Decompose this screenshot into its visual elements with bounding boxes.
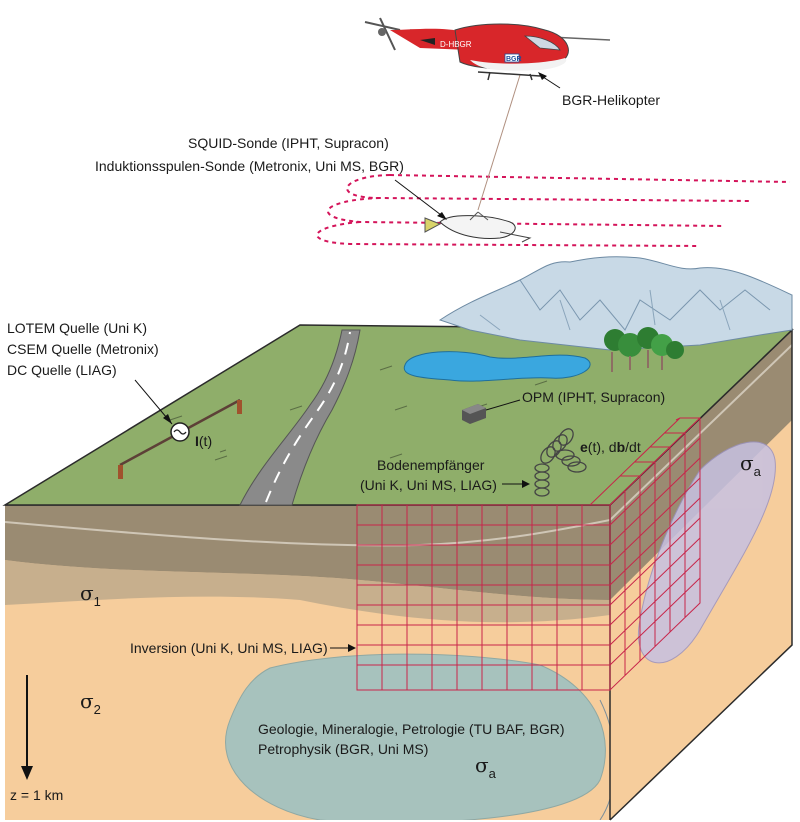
label-geology: Geologie, Mineralogie, Petrologie (TU BA… <box>258 721 565 737</box>
depth-arrow <box>21 675 33 780</box>
label-induction: Induktionsspulen-Sonde (Metronix, Uni MS… <box>95 158 404 174</box>
heli-logo: BGR <box>506 56 522 63</box>
label-fields: e(t), db/dt <box>580 439 641 455</box>
field-end: /dt <box>625 439 641 455</box>
inversion-grid <box>356 416 701 692</box>
sigma1-subscript: 1 <box>94 594 101 609</box>
squid-bird <box>394 179 532 243</box>
mountain <box>438 256 793 351</box>
label-squid: SQUID-Sonde (IPHT, Supracon) <box>188 135 389 151</box>
heli-registration: D-HBGR <box>440 40 472 49</box>
label-sigma2: σ2 <box>80 689 101 717</box>
label-petrophysics: Petrophysik (BGR, Uni MS) <box>258 741 428 757</box>
sigma-a-main-subscript: a <box>489 766 497 781</box>
lake <box>403 351 591 382</box>
label-ground-receiver: Bodenempfänger <box>377 457 485 473</box>
sigma-a-side-symbol: σ <box>740 451 754 475</box>
road <box>239 329 361 506</box>
coil-z <box>534 463 550 497</box>
sigma2-subscript: 2 <box>94 702 101 717</box>
top-soil-layer <box>5 505 610 600</box>
label-sigma-a-main: σa <box>475 753 497 781</box>
anomaly-body <box>225 653 606 820</box>
sigma-a-side-subscript: a <box>754 464 762 479</box>
grass-marks <box>169 365 548 461</box>
field-mid: (t), d <box>588 439 617 455</box>
label-inversion: Inversion (Uni K, Uni MS, LIAG) <box>130 640 328 656</box>
sigma-a-main-symbol: σ <box>475 753 489 777</box>
current-arg: (t) <box>199 433 212 449</box>
helicopter <box>364 17 611 81</box>
front-face <box>5 505 610 820</box>
sigma2-symbol: σ <box>80 689 94 713</box>
field-b: b <box>617 439 626 455</box>
tow-cable <box>477 74 521 211</box>
label-csem: CSEM Quelle (Metronix) <box>7 341 159 357</box>
mid-layer <box>5 560 610 623</box>
label-opm: OPM (IPHT, Supracon) <box>522 389 665 405</box>
electrode-right <box>237 400 242 414</box>
label-sigma1: σ1 <box>80 581 101 609</box>
current-symbol: I <box>195 433 199 449</box>
label-dc: DC Quelle (LIAG) <box>7 362 117 378</box>
coil-x <box>540 428 574 464</box>
label-sigma-a-side: σa <box>740 451 762 479</box>
label-depth: z = 1 km <box>10 787 63 803</box>
field-e: e <box>580 439 588 455</box>
opm-sensor <box>462 399 521 424</box>
label-lotem: LOTEM Quelle (Uni K) <box>7 320 147 336</box>
sigma1-symbol: σ <box>80 581 94 605</box>
electrode-left <box>118 465 123 479</box>
label-helicopter: BGR-Helikopter <box>562 92 660 108</box>
coil-y <box>555 449 587 473</box>
ground-receiver-coils <box>534 428 587 497</box>
lotem-source <box>118 379 242 479</box>
label-ground-receiver-institutes: (Uni K, Uni MS, LIAG) <box>360 477 497 493</box>
anomaly-edge <box>599 699 610 820</box>
trees <box>604 327 684 372</box>
flight-path <box>316 174 791 247</box>
label-current: I(t) <box>195 433 212 449</box>
